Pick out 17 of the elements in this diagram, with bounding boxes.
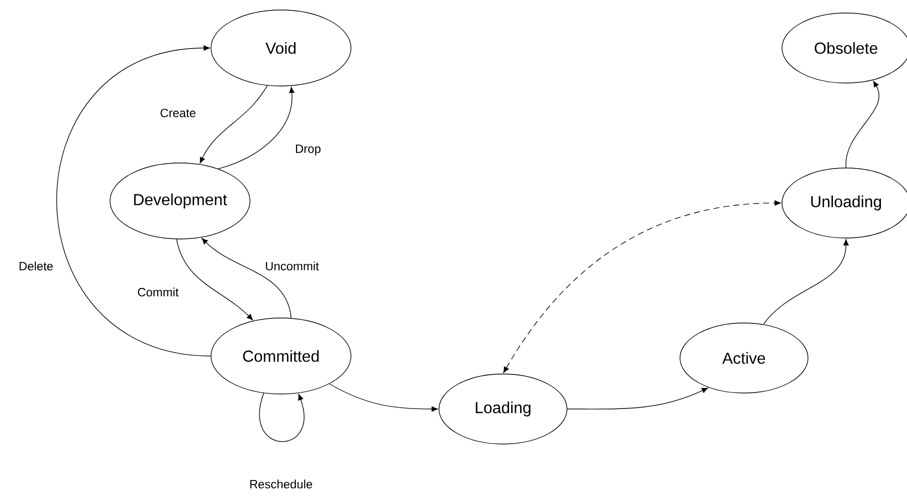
edge-label: Reschedule [248, 478, 314, 490]
arrow [200, 85, 268, 164]
arrow [846, 80, 880, 168]
edge-label: Drop [294, 144, 322, 156]
edge-label: Commit [136, 286, 180, 298]
arrow [202, 238, 292, 318]
edge-label: Create [159, 108, 197, 118]
arrow [567, 388, 708, 410]
arrow [763, 239, 849, 325]
edge-label: Delete [18, 260, 54, 272]
arrow [503, 200, 781, 373]
arrow [218, 86, 294, 170]
arrow [56, 45, 211, 356]
edge-label: Uncommit [264, 260, 320, 272]
arrow [328, 384, 438, 412]
arrow [176, 238, 253, 320]
arrow [259, 392, 304, 442]
